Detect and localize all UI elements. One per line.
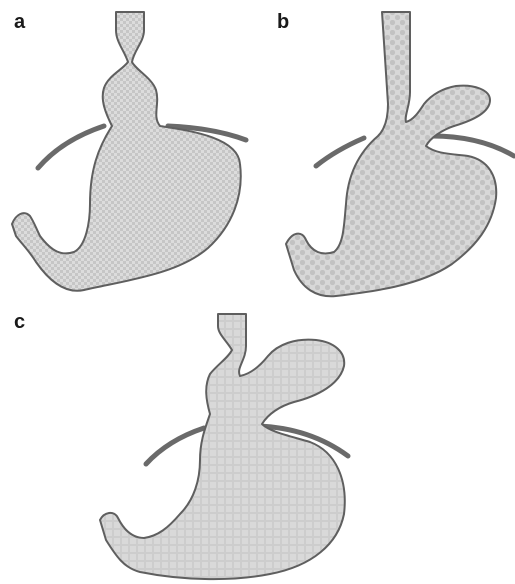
diaphragm-left-a — [38, 126, 104, 168]
stomach-b — [286, 12, 496, 296]
panel-b — [286, 12, 514, 296]
diaphragm-left-c — [146, 428, 204, 464]
panel-a — [12, 12, 246, 291]
panel-c — [100, 314, 348, 579]
stomach-c — [100, 314, 345, 579]
stomach-a — [12, 12, 241, 291]
